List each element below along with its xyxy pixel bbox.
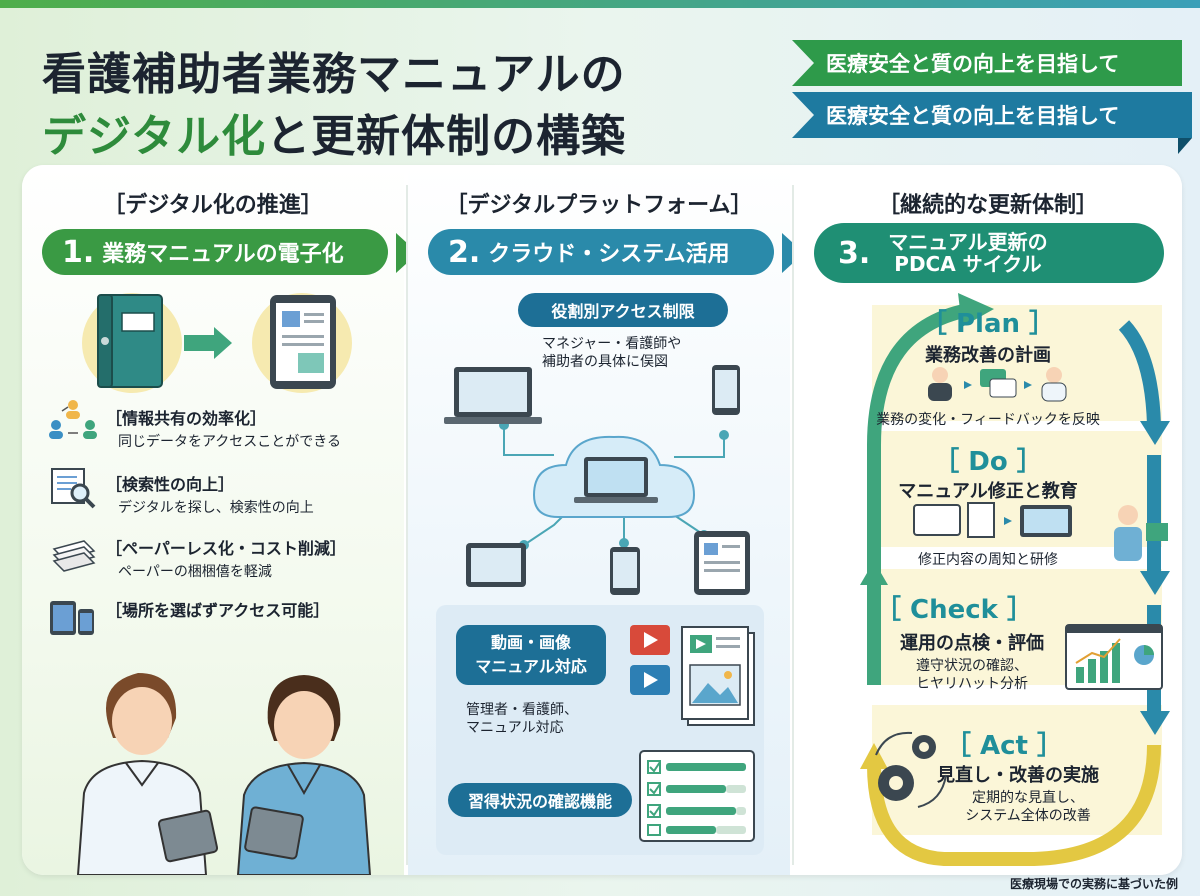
trainer-icon	[1118, 505, 1138, 525]
paper-stack-icon	[52, 540, 96, 572]
check-label: ［ Check ］	[874, 595, 1034, 625]
act-title: 見直し・改善の実施	[937, 765, 1099, 786]
do-illustration	[913, 502, 1168, 561]
cloud-network-diagram	[444, 365, 750, 595]
phone-bottom-icon	[610, 547, 640, 595]
footnote: 医療現場での実務に基づいた例	[1009, 877, 1178, 891]
media-desc-line2: マニュアル対応	[466, 720, 564, 736]
video-play-icon	[630, 625, 670, 655]
arrow-do-icon	[1140, 421, 1170, 445]
nurse-right	[236, 675, 372, 875]
arrow-return-icon	[860, 743, 888, 769]
column-divider-1	[406, 185, 408, 865]
phone-right-icon	[712, 365, 740, 415]
ribbon-green: 医療安全と質の向上を目指して	[792, 40, 1182, 86]
act-desc-line2: システム全体の改善	[965, 808, 1091, 824]
media-title-line2: マニュアル対応	[475, 657, 587, 676]
text-edit-icon	[913, 504, 961, 536]
tablet-left-icon	[466, 543, 526, 587]
step3-title: マニュアル更新の PDCA サイクル	[888, 231, 1047, 275]
people-share-icon	[49, 400, 97, 439]
step2-pill: 2. クラウド・システム活用	[428, 229, 774, 275]
arrow-plan-icon	[958, 293, 994, 327]
top-accent-bar	[0, 0, 1200, 8]
step3-pill: 3. マニュアル更新の PDCA サイクル	[814, 223, 1164, 283]
ribbon-blue: 医療安全と質の向上を目指して	[792, 92, 1192, 138]
plan-people-icons	[928, 367, 1067, 402]
arrow-up-icon	[860, 561, 888, 585]
do-desc: 修正内容の周知と研修	[918, 552, 1058, 568]
video-play-icon-2	[630, 665, 670, 695]
media-title-line1: 動画・画像	[490, 633, 571, 652]
title-highlight: デジタル化	[42, 111, 267, 162]
arrow-right-icon	[184, 327, 232, 359]
step2-title: クラウド・システム活用	[488, 242, 730, 267]
column1-heading: ［デジタル化の推進］	[103, 193, 323, 218]
media-support-label: 動画・画像 マニュアル対応	[456, 625, 606, 685]
check-title: 運用の点検・評価	[900, 633, 1044, 654]
column2-heading: ［デジタルプラットフォーム］	[445, 193, 753, 218]
plan-desc: 業務の変化・フィードバックを反映	[876, 412, 1100, 428]
step3-title-line1: マニュアル更新の	[888, 230, 1048, 254]
gears-icon	[875, 731, 947, 808]
do-label: ［ Do ］	[933, 447, 1043, 477]
step1-title: 業務マニュアルの電子化	[102, 242, 344, 267]
column-divider-2	[792, 185, 794, 865]
nurse-left	[76, 673, 219, 875]
check-desc-line1: 遵守状況の確認、	[916, 658, 1028, 674]
access-desc-line1: マネジャー・看護師や	[542, 336, 682, 352]
do-title: マニュアル修正と教育	[898, 481, 1078, 502]
progress-check-label: 習得状況の確認機能	[448, 783, 632, 817]
page-title-line1: 看護補助者業務マニュアルの	[42, 49, 626, 100]
feature2-title: ［検索性の向上］	[106, 475, 235, 494]
column3-heading: ［継続的な更新体制］	[877, 193, 1098, 218]
act-band	[872, 705, 1162, 835]
laptop-left-icon	[444, 367, 542, 424]
main-panel: ［デジタル化の推進］ 1. 業務マニュアルの電子化	[22, 165, 1182, 875]
feature3-title: ［ペーパーレス化・コスト削減］	[106, 539, 346, 558]
step2-number: 2.	[448, 234, 481, 270]
checklist-icon	[639, 750, 755, 842]
access-desc-line2: 補助者の具体に俣図	[542, 354, 668, 370]
plan-label: ［ Plan ］	[920, 309, 1056, 339]
column-platform: ［デジタルプラットフォーム］ 2. クラウド・システム活用 役割別アクセス制限 …	[408, 165, 790, 875]
access-control-label: 役割別アクセス制限	[518, 293, 728, 327]
step3-title-line2: PDCA サイクル	[894, 252, 1042, 276]
nurses-illustration	[76, 673, 372, 875]
plan-title: 業務改善の計画	[925, 345, 1051, 366]
feature1-title: ［情報共有の効率化］	[106, 409, 267, 428]
document-icon	[967, 502, 995, 538]
ribbon-fold	[1178, 138, 1192, 154]
feature1-desc: 同じデータをアクセスことができる	[118, 434, 342, 450]
act-label: ［ Act ］	[944, 731, 1064, 761]
laptop-center-icon	[574, 457, 658, 503]
checklist-rows	[647, 760, 746, 836]
binder-icon	[97, 294, 163, 388]
column-pdca: ［継続的な更新体制］ 3. マニュアル更新の PDCA サイクル	[794, 165, 1182, 875]
check-desc-line2: ヒヤリハット分析	[916, 676, 1028, 692]
video-image-icons	[630, 625, 755, 726]
title-rest: と更新体制の構築	[266, 111, 627, 162]
search-document-icon	[51, 468, 96, 509]
tablet-icon	[270, 295, 336, 389]
feature4-title: ［場所を選ばずアクセス可能］	[106, 601, 330, 620]
tablet-right-icon	[694, 531, 750, 595]
feature2-desc: デジタルを探し、検索性の向上	[118, 500, 314, 516]
step1-number: 1.	[62, 234, 95, 270]
column-digitalization: ［デジタル化の推進］ 1. 業務マニュアルの電子化	[22, 165, 404, 875]
act-desc-line1: 定期的な見直し、	[972, 790, 1084, 806]
pdca-cycle-arrows	[860, 293, 1170, 866]
chart-dashboard-icon	[1065, 624, 1163, 690]
document-image-icon	[681, 626, 755, 726]
arrow-act-icon	[1140, 711, 1170, 735]
binder-to-tablet-illustration	[82, 293, 352, 393]
step3-number: 3.	[838, 235, 871, 271]
step1-pill: 1. 業務マニュアルの電子化	[42, 229, 388, 275]
media-desc-line1: 管理者・看護師、	[466, 702, 578, 718]
page-title-line2: デジタル化と更新体制の構築	[42, 100, 626, 164]
devices-icon	[50, 601, 94, 635]
feature3-desc: ペーパーの梱梱僖を軽減	[118, 564, 272, 580]
arrow-check-icon	[1140, 571, 1170, 595]
